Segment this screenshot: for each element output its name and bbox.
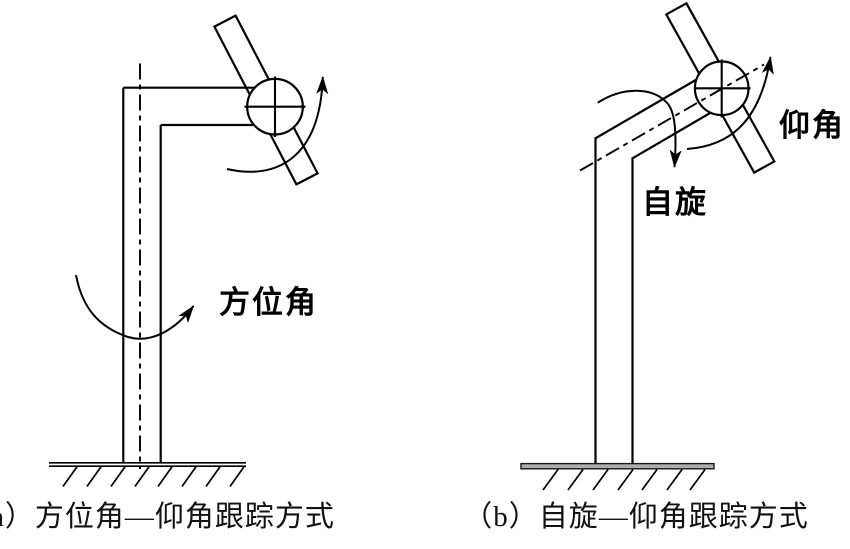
spin-arrow-b: [597, 89, 682, 168]
elevation-angle-label: 仰角: [779, 108, 845, 143]
spin-axis-centerline: [579, 63, 765, 172]
diagram-b: [520, 1, 776, 491]
elevation-arrow-b: [686, 56, 774, 150]
ground-hatching-b: [542, 468, 706, 491]
caption-diagram-b: （b）自旋—仰角跟踪方式: [463, 501, 809, 533]
spin-label: 自旋: [642, 185, 708, 220]
ground-a: [49, 461, 246, 468]
hub-cross-a: [244, 76, 306, 137]
azimuth-angle-label: 方位角: [219, 285, 318, 320]
mast-a: [122, 86, 256, 463]
ground-b: [520, 462, 715, 470]
antenna-panel-b: [664, 1, 776, 175]
caption-diagram-a: （a）方位角—仰角跟踪方式: [0, 501, 335, 533]
elevation-arrow-a: [226, 76, 329, 173]
azimuth-arrow-a: [75, 274, 195, 340]
diagram-a: [49, 14, 329, 487]
ground-hatching-a: [62, 466, 245, 487]
mast-b: [594, 76, 712, 465]
